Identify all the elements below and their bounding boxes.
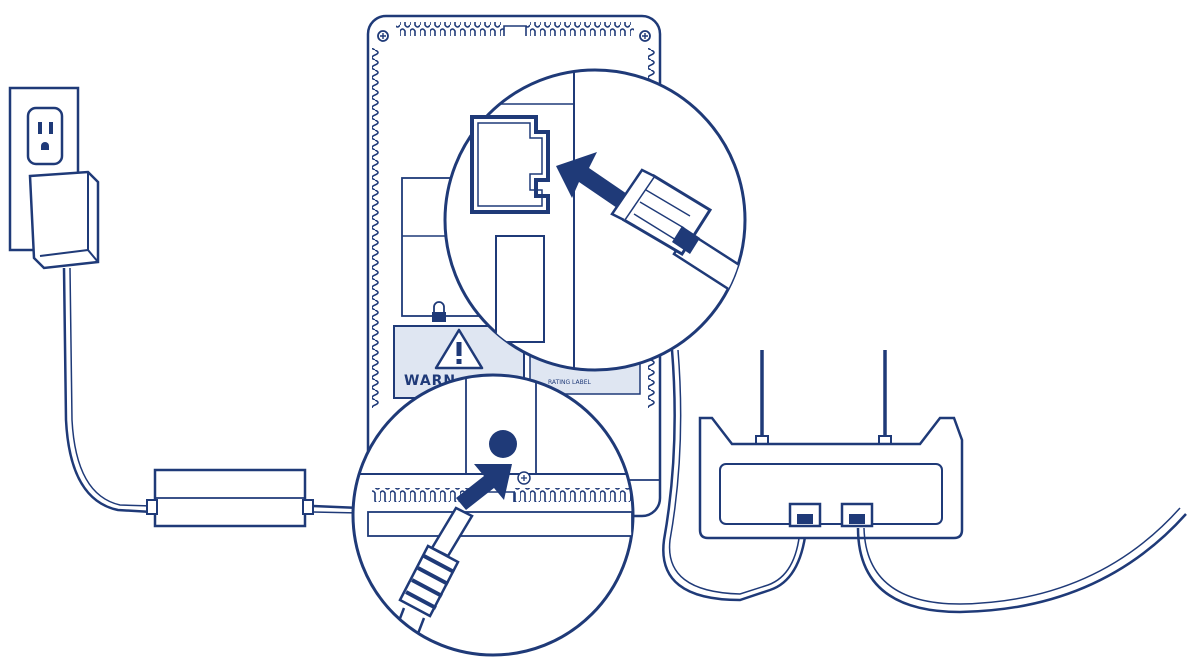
- power-jack-icon: [489, 430, 517, 458]
- power-jack-zoom: [351, 373, 635, 657]
- warning-triangle-icon: [434, 328, 484, 370]
- power-outlet-icon: [26, 106, 64, 166]
- arrow-icon: [556, 152, 630, 210]
- rating-label-text: RATING LABEL: [548, 379, 592, 386]
- ethernet-cable: [662, 349, 808, 602]
- arrow-icon: [456, 464, 512, 510]
- ethernet-plug-icon: [610, 168, 745, 292]
- lock-icon: [433, 301, 445, 313]
- ethernet-port-icon: [470, 115, 550, 214]
- router-cable: [856, 513, 1187, 614]
- power-adapter: [28, 170, 100, 270]
- power-brick: [146, 468, 314, 528]
- ethernet-port-zoom: [443, 68, 747, 372]
- router-port: [788, 502, 822, 528]
- router-port: [840, 502, 874, 528]
- router-icon: [698, 350, 964, 540]
- adapter-cable: [62, 267, 153, 514]
